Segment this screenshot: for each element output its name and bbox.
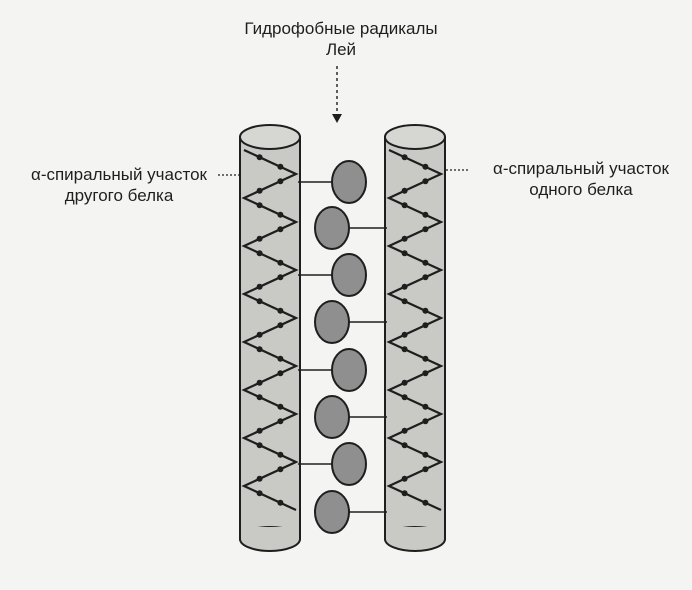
leucine-radical — [314, 206, 350, 250]
residue-dot — [277, 451, 284, 458]
left-label-line1: α-спиральный участок — [30, 165, 207, 184]
residue-dot — [422, 211, 429, 218]
residue-dot — [422, 451, 429, 458]
residue-dot — [256, 427, 263, 434]
leucine-radicals — [298, 160, 387, 534]
residue-dot — [401, 442, 408, 449]
leucine-radical — [331, 253, 367, 297]
residue-dot — [277, 370, 284, 377]
residue-dot — [277, 178, 284, 185]
residue-dot — [256, 250, 263, 257]
left-label: α-спиральный участок другого белка — [0, 164, 238, 206]
leucine-radical — [331, 160, 367, 204]
residue-dot — [422, 418, 429, 425]
helix-line — [241, 149, 299, 511]
residue-dot — [256, 202, 263, 209]
residue-dot — [277, 307, 284, 314]
residue-dot — [256, 298, 263, 305]
residue-dot — [256, 394, 263, 401]
leucine-radical — [314, 490, 350, 534]
residue-dot — [422, 307, 429, 314]
top-label: Гидрофобные радикалы Лей — [206, 18, 476, 60]
right-label-line1: α-спиральный участок — [492, 159, 669, 178]
residue-dot — [401, 283, 408, 290]
residue-dot — [401, 379, 408, 386]
leucine-radical — [331, 348, 367, 392]
residue-dot — [422, 403, 429, 410]
residue-dot — [422, 355, 429, 362]
residue-dot — [256, 154, 263, 161]
residue-dot — [256, 346, 263, 353]
residue-dot — [277, 211, 284, 218]
left-helix-zigzag — [241, 149, 299, 511]
down-arrow — [332, 66, 342, 123]
residue-dot — [256, 283, 263, 290]
residue-dot — [401, 331, 408, 338]
residue-dot — [401, 187, 408, 194]
residue-dot — [401, 154, 408, 161]
residue-dot — [401, 394, 408, 401]
left-cylinder-body — [239, 136, 301, 540]
residue-dot — [422, 259, 429, 266]
residue-dot — [256, 442, 263, 449]
residue-dot — [401, 475, 408, 482]
left-cylinder-top — [239, 124, 301, 150]
right-label: α-спиральный участок одного белка — [470, 158, 692, 200]
residue-dot — [401, 490, 408, 497]
residue-dot — [277, 466, 284, 473]
residue-dot — [277, 322, 284, 329]
right-cylinder-body — [384, 136, 446, 540]
residue-dot — [277, 274, 284, 281]
residue-dot — [422, 466, 429, 473]
residue-dot — [256, 475, 263, 482]
residue-dot — [277, 418, 284, 425]
right-label-line2: одного белка — [529, 180, 633, 199]
residue-dot — [401, 298, 408, 305]
right-helix-zigzag — [386, 149, 444, 511]
leucine-radical — [314, 300, 350, 344]
residue-dot — [277, 499, 284, 506]
residue-dot — [256, 235, 263, 242]
residue-dot — [422, 370, 429, 377]
leucine-radical — [314, 395, 350, 439]
residue-dot — [277, 163, 284, 170]
leucine-radical — [331, 442, 367, 486]
residue-dot — [256, 490, 263, 497]
top-label-line1: Гидрофобные радикалы — [244, 19, 438, 38]
residue-dot — [256, 379, 263, 386]
residue-dot — [401, 250, 408, 257]
residue-dot — [277, 403, 284, 410]
left-helix-cylinder — [239, 124, 301, 552]
residue-dot — [277, 226, 284, 233]
residue-dot — [401, 202, 408, 209]
right-cylinder-top — [384, 124, 446, 150]
residue-dot — [277, 259, 284, 266]
residue-dot — [256, 187, 263, 194]
left-label-line2: другого белка — [64, 186, 174, 205]
residue-dot — [422, 274, 429, 281]
residue-dot — [401, 235, 408, 242]
residue-dot — [422, 163, 429, 170]
residue-dot — [277, 355, 284, 362]
residue-dot — [401, 346, 408, 353]
residue-dot — [422, 226, 429, 233]
residue-dot — [422, 322, 429, 329]
top-label-line2: Лей — [325, 40, 357, 59]
right-helix-cylinder — [384, 124, 446, 552]
residue-dot — [422, 499, 429, 506]
residue-dot — [256, 331, 263, 338]
helix-line — [386, 149, 444, 511]
residue-dot — [422, 178, 429, 185]
residue-dot — [401, 427, 408, 434]
